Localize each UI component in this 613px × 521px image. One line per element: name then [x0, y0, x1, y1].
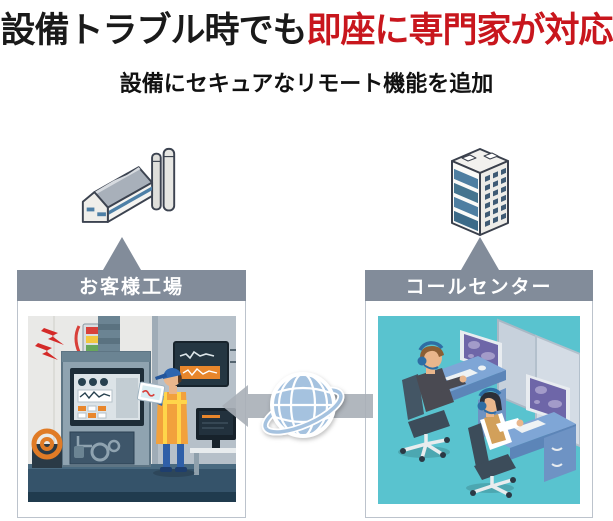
globe-grid [272, 372, 334, 438]
chimney-icons [151, 147, 176, 212]
chair-base [473, 476, 513, 496]
headset [418, 341, 444, 351]
globe-svg [261, 372, 345, 438]
factory-pointer-triangle [103, 237, 141, 270]
title-text: 設備トラブル時でも [0, 11, 307, 50]
factory-scene-illustration [27, 316, 236, 502]
wall-monitor [172, 341, 236, 387]
monitor-with-map [526, 374, 570, 424]
operator-man [398, 341, 467, 462]
title-highlight-text: 即座に専門家が対応 [306, 11, 613, 50]
customer-factory-panel-body [17, 301, 246, 518]
machine-control-panel [60, 316, 151, 467]
call-center-scene-illustration [378, 316, 580, 504]
customer-factory-panel-title: お客様工場 [78, 277, 184, 298]
tablet [136, 381, 165, 405]
office-pointer-triangle [461, 237, 499, 270]
worker-figure [136, 368, 195, 477]
factory-building-svg [81, 147, 176, 223]
call-center-panel-title: コールセンター [405, 277, 553, 298]
chair-base [403, 434, 447, 459]
call-center-panel-body [365, 301, 593, 518]
globe-network-icon [259, 365, 347, 453]
desk-monitor [189, 408, 236, 475]
office-building-icon [440, 145, 520, 242]
drawer-unit [544, 426, 576, 482]
factory-building-icon [80, 146, 178, 251]
keyboard [514, 420, 546, 433]
alarm-lightning-icon [34, 328, 64, 360]
subtitle: 設備にセキュアなリモート機能を追加 [119, 71, 494, 96]
page-title: 設備トラブル時でも即座に専門家が対応 [0, 2, 613, 53]
call-center-panel-header: コールセンター [365, 270, 593, 301]
customer-factory-panel: お客様工場 [17, 270, 246, 518]
customer-factory-panel-header: お客様工場 [17, 270, 246, 301]
office-glass-windows [454, 168, 478, 232]
office-building-svg [451, 148, 509, 236]
office-small-windows [485, 167, 506, 227]
mouse [478, 365, 486, 371]
operator-woman [466, 387, 524, 498]
coil-stock [31, 428, 62, 468]
headset [478, 387, 502, 397]
call-center-panel: コールセンター [365, 270, 593, 518]
